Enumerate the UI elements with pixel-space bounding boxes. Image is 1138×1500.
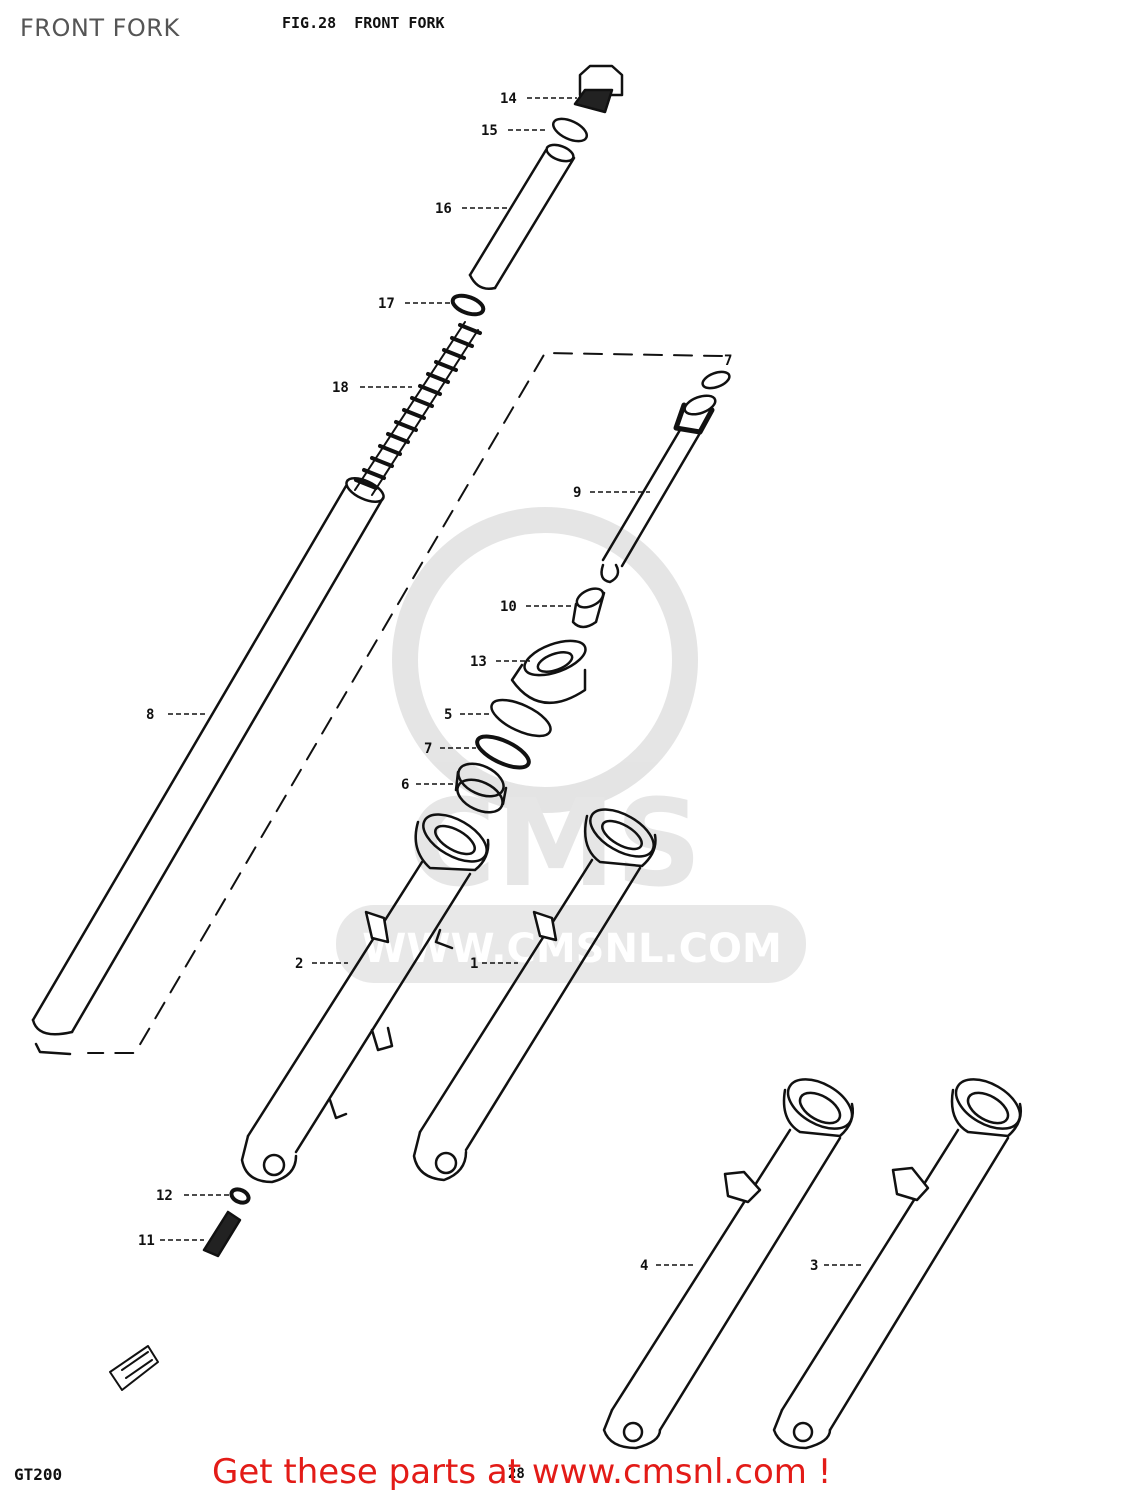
part-7-ring-lower [475,734,531,770]
part-17-washer [450,293,486,317]
callout-11: 11 [138,1233,155,1249]
callout-12: 12 [156,1188,173,1204]
part-2-outer-tube-left [240,813,490,1184]
callout-5: 5 [444,707,452,723]
callout-7-lower: 7 [424,741,432,757]
figure-title: FIG.28 FRONT FORK [282,14,445,32]
callout-14: 14 [500,91,517,107]
callout-7-top: 7 [724,353,732,369]
callout-17: 17 [378,296,395,312]
callout-9: 9 [573,485,581,501]
part-6-oil-seal [454,762,508,814]
callout-3: 3 [810,1258,818,1274]
part-10-piece [571,587,606,629]
callout-4: 4 [640,1258,648,1274]
part-18-spring [354,321,482,496]
footer-model-code: GT200 [14,1465,63,1484]
callout-13: 13 [470,654,487,670]
front-direction-arrow-icon [109,1345,159,1391]
watermark-url-bar [336,905,806,983]
part-9-damper-rod [600,394,717,584]
part-15-o-ring [551,117,589,143]
part-8-inner-tube [31,477,385,1056]
part-14-cap-bolt [573,64,624,114]
watermark-brand: CMS [408,775,702,914]
callout-15: 15 [481,123,498,139]
callout-18: 18 [332,380,349,396]
part-3-outer-tube [772,1078,1022,1450]
page-title: FRONT FORK [20,14,180,42]
footer-page-number: 28 [508,1466,525,1482]
part-4-outer-tube [602,1078,854,1450]
callout-2: 2 [295,956,303,972]
watermark-url: WWW.CMSNL.COM [362,926,782,972]
part-13-dust-seal [510,639,587,705]
callout-16: 16 [435,201,452,217]
cmsnl-watermark: CMS WWW.CMSNL.COM [336,507,806,983]
assembly-bracket-dashed [87,352,723,1054]
part-7-o-ring-top [701,370,731,390]
callout-6: 6 [401,777,409,793]
callout-8: 8 [146,707,154,723]
part-12-washer [229,1187,251,1205]
part-1-outer-tube-right [412,808,657,1182]
part-16-spacer-tube [468,143,576,290]
callout-1: 1 [470,956,478,972]
part-5-ring [490,698,552,738]
callout-10: 10 [500,599,517,615]
part-11-bolt [202,1210,242,1258]
footer-cta-link[interactable]: Get these parts at www.cmsnl.com ! [212,1452,832,1492]
